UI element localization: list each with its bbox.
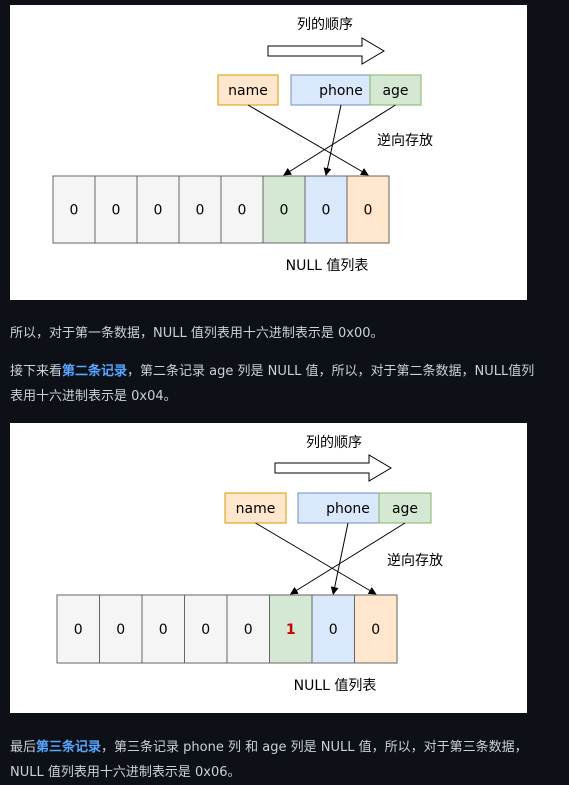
null-bit-cell xyxy=(262,175,306,244)
null-bit-value: 0 xyxy=(371,622,380,638)
reverse-storage-label: 逆向存放 xyxy=(377,133,433,149)
mapping-arrow-phone xyxy=(323,104,342,176)
right-arrow-icon xyxy=(274,454,392,482)
null-bit-value: 0 xyxy=(280,203,289,219)
column-label-name: name xyxy=(228,83,268,99)
mapping-arrow-phone xyxy=(330,522,349,595)
null-bit-value: 0 xyxy=(201,622,210,638)
second-record-link[interactable]: 第二条记录 xyxy=(62,364,128,379)
null-bit-cell xyxy=(178,175,222,244)
null-bit-cell xyxy=(184,594,228,664)
mapping-arrow-age xyxy=(283,104,396,176)
mapping-arrow-age xyxy=(289,522,406,595)
null-list-label: NULL 值列表 xyxy=(294,678,377,694)
paragraph-2-suffix: ，第二条记录 age 列是 NULL 值，所以，对于第二条数据，NULL值列表用… xyxy=(10,364,535,404)
null-bit-value: 0 xyxy=(70,203,79,219)
diagram-panel-1: 列的顺序 name phone age 0 0 0 0 0 0 0 0 逆向存放 NULL 值列表 xyxy=(10,5,527,300)
paragraph-3: 最后第三条记录，第三条记录 phone 列 和 age 列是 NULL 值，所以… xyxy=(10,735,540,785)
null-bit-value: 0 xyxy=(329,622,338,638)
null-list-diagram-1: 列的顺序 name phone age 0 0 0 0 0 0 0 0 逆向存放 NULL 值列表 xyxy=(52,17,433,274)
mapping-arrow-name xyxy=(247,104,369,176)
null-bit-cell xyxy=(354,594,398,664)
null-bit-cell xyxy=(226,594,270,664)
paragraph-3-suffix: ，第三条记录 phone 列 和 age 列是 NULL 值，所以，对于第三条数… xyxy=(10,740,528,780)
paragraph-2-prefix: 接下来看 xyxy=(10,364,63,379)
null-bit-value: 0 xyxy=(364,203,373,219)
null-bit-value: 0 xyxy=(159,622,168,638)
null-bit-cell xyxy=(304,175,348,244)
column-label-age: age xyxy=(392,501,418,517)
null-list-label: NULL 值列表 xyxy=(286,258,369,274)
null-bit-cell xyxy=(346,175,390,244)
null-bit-value: 0 xyxy=(244,622,253,638)
null-bit-cell xyxy=(141,594,185,664)
column-order-label: 列的顺序 xyxy=(306,435,362,451)
column-label-age: age xyxy=(382,83,408,99)
null-bit-cell xyxy=(56,594,100,664)
null-bit-value: 0 xyxy=(112,203,121,219)
column-label-phone: phone xyxy=(326,501,370,517)
null-bit-cell xyxy=(269,594,313,664)
paragraph-3-prefix: 最后 xyxy=(10,740,37,755)
paragraph-1: 所以，对于第一条数据，NULL 值列表用十六进制表示是 0x00。 xyxy=(10,326,384,341)
null-list-diagram-2: 列的顺序 name phone age 0 0 0 0 0 1 0 0 逆向存放 NULL 值列表 xyxy=(56,435,443,694)
paragraph-2: 接下来看第二条记录，第二条记录 age 列是 NULL 值，所以，对于第二条数据… xyxy=(10,359,540,409)
null-bit-cell xyxy=(94,175,138,244)
right-arrow-icon xyxy=(267,37,385,65)
reverse-storage-label: 逆向存放 xyxy=(387,553,443,569)
null-bit-cell xyxy=(136,175,180,244)
null-bit-value: 0 xyxy=(74,622,83,638)
mapping-arrow-name xyxy=(255,522,377,595)
null-bit-value: 0 xyxy=(116,622,125,638)
null-bit-value: 0 xyxy=(154,203,163,219)
column-box-name xyxy=(217,74,279,106)
null-bit-value: 0 xyxy=(238,203,247,219)
column-label-name: name xyxy=(236,501,276,517)
null-bit-value: 0 xyxy=(322,203,331,219)
diagram-panel-2: 列的顺序 name phone age 0 0 0 0 0 1 0 0 逆向存放 NULL 值列表 xyxy=(10,423,527,713)
null-bit-cell xyxy=(99,594,143,664)
third-record-link[interactable]: 第三条记录 xyxy=(36,740,102,755)
column-label-phone: phone xyxy=(319,83,363,99)
null-bit-value: 0 xyxy=(196,203,205,219)
null-bit-cell xyxy=(220,175,264,244)
column-order-label: 列的顺序 xyxy=(297,17,353,33)
null-bit-value: 1 xyxy=(286,622,296,638)
null-bit-cell xyxy=(311,594,355,664)
